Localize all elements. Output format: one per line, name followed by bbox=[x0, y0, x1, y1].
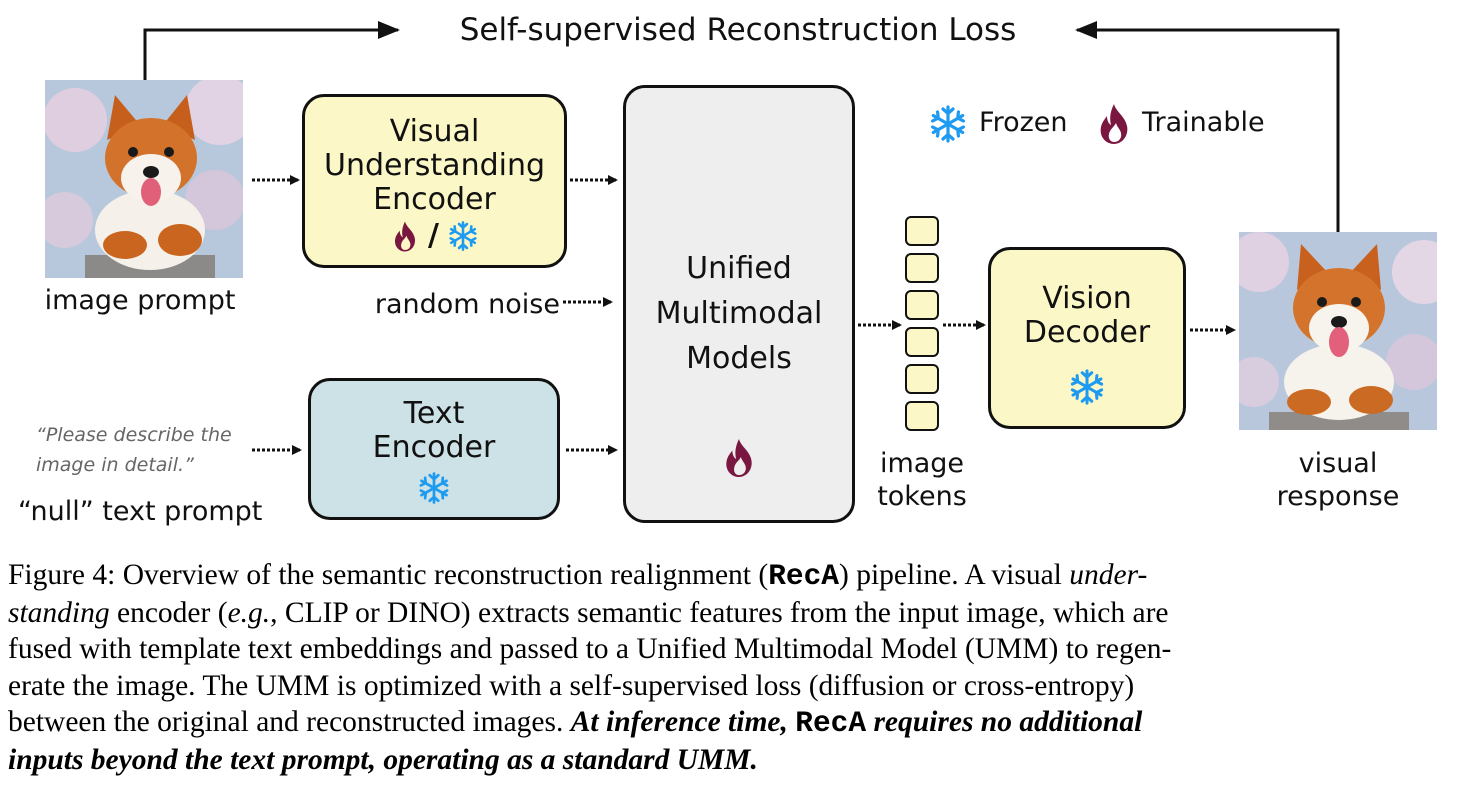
snowflake-icon bbox=[1068, 368, 1106, 406]
visual-encoder-label-2: Understanding bbox=[323, 148, 546, 183]
output-dog-image bbox=[1239, 232, 1437, 430]
visual-encoder-label-3: Encoder bbox=[373, 182, 496, 217]
caption-line: inputs beyond the text prompt, operating… bbox=[8, 743, 758, 776]
caption-line: Figure 4: Overview of the semantic recon… bbox=[8, 559, 1148, 593]
visual-response-label-2: response bbox=[1276, 481, 1400, 512]
vision-decoder-label-2: Decoder bbox=[1023, 315, 1151, 350]
encoder-mode-separator: / bbox=[428, 218, 439, 253]
umm-label-3: Models bbox=[686, 341, 792, 376]
image-tokens-label-2: tokens bbox=[877, 481, 967, 512]
image-token bbox=[905, 253, 939, 283]
legend-flame-icon bbox=[1094, 102, 1134, 146]
loss-arrow-right bbox=[1075, 21, 1340, 232]
random-noise-label: random noise bbox=[374, 289, 560, 320]
flame-icon bbox=[390, 220, 420, 253]
loss-label: Self-supervised Reconstruction Loss bbox=[459, 12, 1017, 48]
vision-decoder-box: Vision Decoder bbox=[988, 247, 1186, 429]
image-token bbox=[905, 401, 939, 431]
legend-frozen-label: Frozen bbox=[979, 107, 1068, 138]
unified-multimodal-models-box: Unified Multimodal Models bbox=[623, 85, 855, 523]
reca-code: RecA bbox=[768, 559, 840, 593]
image-token bbox=[905, 327, 939, 357]
null-text-prompt-label: “null” text prompt bbox=[18, 496, 263, 527]
text-prompt-quote-2: image in detail.” bbox=[36, 454, 194, 476]
snowflake-icon bbox=[447, 220, 479, 252]
vision-decoder-label-1: Vision bbox=[1042, 281, 1132, 316]
caption-line: standing encoder (e.g., CLIP or DINO) ex… bbox=[8, 596, 1169, 629]
visual-response-label-1: visual bbox=[1298, 448, 1378, 479]
umm-label-1: Unified bbox=[686, 251, 792, 286]
snowflake-icon bbox=[417, 471, 451, 505]
caption-line: fused with template text embeddings and … bbox=[8, 633, 1172, 665]
text-prompt-quote-1: “Please describe the bbox=[36, 424, 232, 446]
image-tokens-label-1: image bbox=[879, 448, 965, 479]
legend-trainable-label: Trainable bbox=[1142, 107, 1265, 138]
loss-arrow-left bbox=[143, 21, 400, 80]
image-prompt-label: image prompt bbox=[44, 285, 236, 316]
text-encoder-label-1: Text bbox=[403, 396, 465, 431]
image-token bbox=[905, 216, 939, 246]
figure-caption: Figure 4: Overview of the semantic recon… bbox=[8, 557, 1460, 778]
visual-understanding-encoder-box: Visual Understanding Encoder / bbox=[302, 94, 567, 268]
image-token bbox=[905, 364, 939, 394]
image-token bbox=[905, 290, 939, 320]
umm-label-2: Multimodal bbox=[655, 296, 823, 331]
text-encoder-box: Text Encoder bbox=[308, 378, 560, 520]
caption-line: between the original and reconstructed i… bbox=[8, 706, 1143, 740]
text-encoder-label-2: Encoder bbox=[372, 430, 496, 465]
input-dog-image bbox=[45, 80, 243, 278]
flame-icon bbox=[720, 437, 758, 479]
reca-code: RecA bbox=[795, 706, 867, 740]
caption-line: erate the image. The UMM is optimized wi… bbox=[8, 669, 1135, 702]
legend-snowflake-icon bbox=[928, 104, 968, 144]
connector-arrows bbox=[143, 21, 1340, 455]
visual-encoder-label-1: Visual bbox=[389, 114, 480, 149]
